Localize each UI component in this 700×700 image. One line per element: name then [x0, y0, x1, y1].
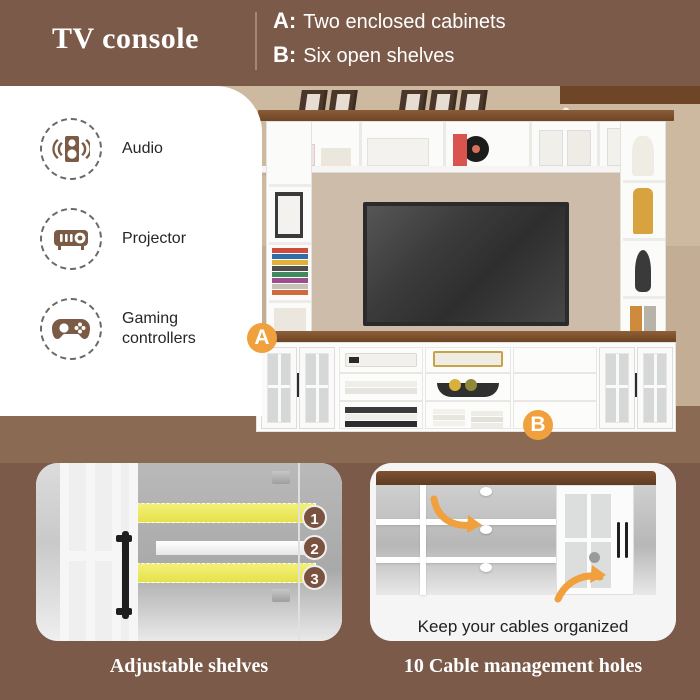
feature-label-gaming: Gaming controllers	[122, 310, 196, 347]
header-feature-list: A: Two enclosed cabinets B: Six open she…	[273, 8, 683, 76]
base-unit	[256, 342, 676, 432]
feature-card: Audio Projector	[0, 86, 262, 416]
pointer-arrow-bottom	[552, 561, 612, 603]
feature-label-projector: Projector	[122, 230, 187, 248]
cabinet-handle-right[interactable]	[635, 373, 637, 397]
feature-row-audio: Audio	[40, 118, 163, 180]
header-bar: TV console A: Two enclosed cabinets B: S…	[0, 0, 700, 86]
shelf-badge-1: 1	[302, 505, 327, 530]
feature-row-projector: Projector	[40, 208, 186, 270]
cabinet-door-right-1[interactable]	[599, 347, 635, 429]
product-scene	[0, 86, 700, 463]
wall-unit	[256, 86, 676, 436]
cable-hole-1	[480, 487, 492, 496]
door-rail	[60, 551, 138, 561]
tv-screen	[367, 206, 565, 322]
caption-cable-management: 10 Cable management holes	[403, 655, 643, 677]
header-line-b: B: Six open shelves	[273, 42, 683, 76]
cabinet-door-left-1[interactable]	[261, 347, 297, 429]
shelf-badge-2: 2	[302, 535, 327, 560]
cabinet-handle-left[interactable]	[297, 373, 299, 397]
hinge-top	[272, 471, 290, 484]
fixed-shelf	[156, 541, 321, 555]
cable-hole-cabinet	[589, 552, 600, 563]
shelf-badge-3: 3	[302, 565, 327, 590]
inner-caption-cables: Keep your cables organized	[417, 617, 629, 636]
console-handle-1[interactable]	[617, 522, 620, 558]
bridge-shelf-lip	[262, 166, 658, 173]
caption-adjustable-shelves: Adjustable shelves	[109, 655, 269, 677]
bottom-section: 1 2 3 Adjustable shelves	[0, 463, 700, 700]
cable-hole-2	[480, 525, 492, 534]
marker-b: B	[523, 410, 553, 440]
television	[363, 202, 569, 326]
page-title: TV console	[52, 22, 199, 55]
feature-label-audio: Audio	[122, 140, 163, 158]
gamepad-icon	[40, 298, 102, 360]
marker-a: A	[247, 323, 277, 353]
panel-adjustable-shelves: 1 2 3	[36, 463, 342, 641]
speaker-icon	[40, 118, 102, 180]
hinge-bottom	[272, 589, 290, 602]
pointer-arrow-top	[428, 495, 488, 537]
cabinet-door-right-2[interactable]	[637, 347, 673, 429]
cable-hole-3	[480, 563, 492, 572]
console-handle-2[interactable]	[625, 522, 628, 558]
cabinet-door-left-2[interactable]	[299, 347, 335, 429]
projector-icon	[40, 208, 102, 270]
feature-row-gaming: Gaming controllers	[40, 298, 196, 360]
header-key-a: A:	[273, 8, 297, 33]
counter-board	[256, 331, 676, 342]
header-text-b: Six open shelves	[303, 45, 455, 67]
header-text-a: Two enclosed cabinets	[303, 11, 506, 33]
header-key-b: B:	[273, 42, 297, 67]
door-handle[interactable]	[116, 531, 132, 619]
header-divider	[255, 12, 257, 70]
bridge-shelf	[266, 121, 666, 170]
header-line-a: A: Two enclosed cabinets	[273, 8, 683, 42]
panel-cable-management: Keep your cables organized	[370, 463, 676, 641]
top-board	[258, 110, 674, 121]
console-top-board	[376, 471, 656, 485]
